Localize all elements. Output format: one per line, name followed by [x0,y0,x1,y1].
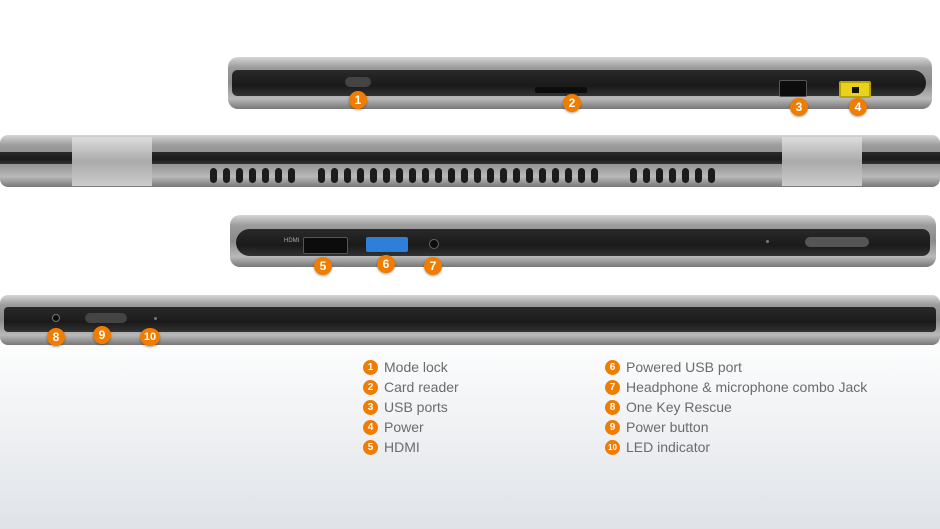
hinge-left [72,137,152,186]
vent-slot [288,168,295,183]
hdmi-label: HDMI [284,238,300,244]
callout-3: 3 [790,98,808,116]
card-reader-slot [535,87,587,93]
vent-slot [643,168,650,183]
vent-slot [591,168,598,183]
vent-slot [331,168,338,183]
usb-port [779,80,807,97]
vent-slot [383,168,390,183]
vent-slot [474,168,481,183]
hinge-right [782,137,862,186]
power-button [85,313,127,323]
vent-slot [236,168,243,183]
hdmi-port [303,237,348,254]
power-port [839,81,871,98]
vent-slot [539,168,546,183]
mode-lock-switch [345,77,371,87]
indicator-dot [766,240,769,243]
vent-slot [656,168,663,183]
vent-slot [461,168,468,183]
callout-10: 10 [140,328,160,346]
volume-rocker [805,237,869,247]
vent-slot [487,168,494,183]
vent-slot [630,168,637,183]
callout-2: 2 [563,94,581,112]
vent-slot [682,168,689,183]
vent-slot [552,168,559,183]
headphone-jack [429,239,439,249]
vent-slot [223,168,230,183]
one-key-rescue-button [52,314,60,322]
vent-slot [370,168,377,183]
vent-slot [695,168,702,183]
vent-slot [526,168,533,183]
callout-6: 6 [377,255,395,273]
vent-slot [708,168,715,183]
vent-slot [422,168,429,183]
callout-1: 1 [349,91,367,109]
vent-slot [578,168,585,183]
callout-7: 7 [424,257,442,275]
vent-slot [565,168,572,183]
vent-slot [513,168,520,183]
callout-5: 5 [314,257,332,275]
vent-slot [409,168,416,183]
powered-usb-port [366,237,408,252]
vent-slot [262,168,269,183]
led-indicator [154,317,157,320]
vent-slot [275,168,282,183]
vent-slot [435,168,442,183]
vent-slot [448,168,455,183]
vent-slot [357,168,364,183]
vent-slot [249,168,256,183]
vent-slot [344,168,351,183]
callout-9: 9 [93,326,111,344]
callout-4: 4 [849,98,867,116]
vent-slot [396,168,403,183]
vent-slot [318,168,325,183]
vent-slot [669,168,676,183]
callout-8: 8 [47,328,65,346]
vent-slot [500,168,507,183]
vent-slot [210,168,217,183]
